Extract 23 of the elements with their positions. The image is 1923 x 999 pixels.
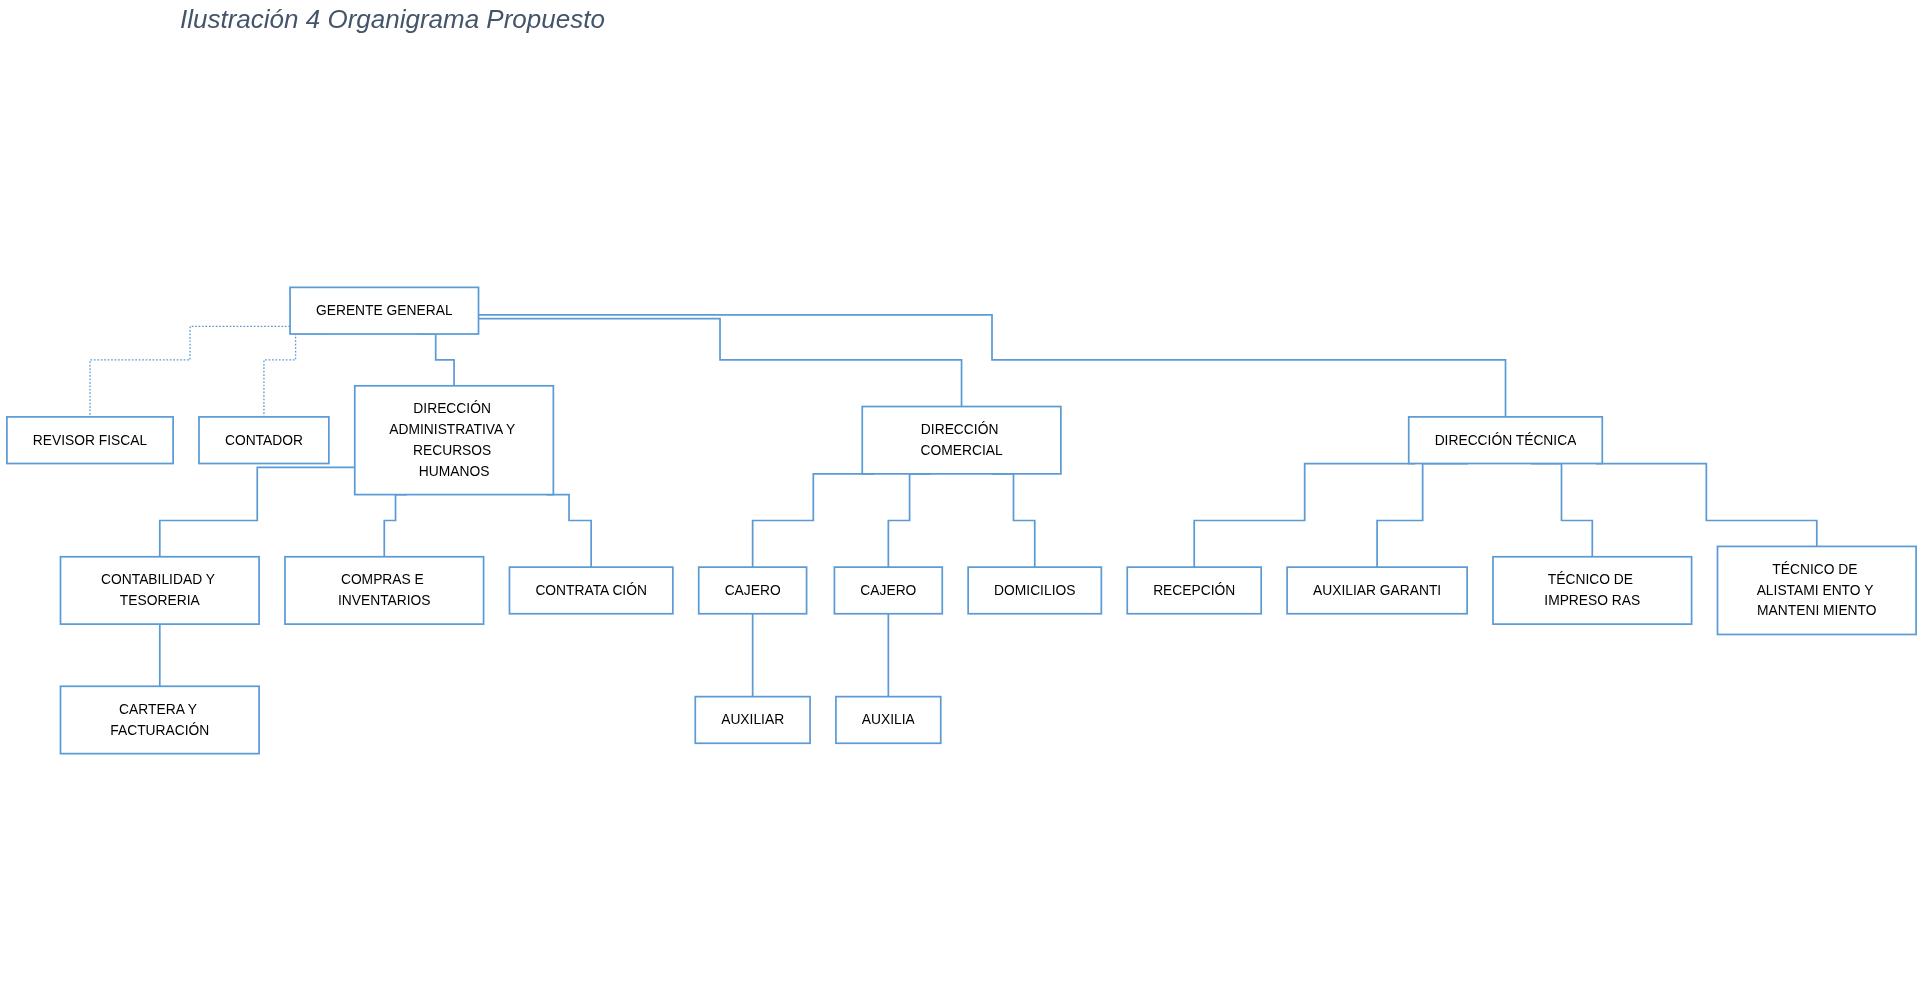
node-box: COMPRAS E INVENTARIOS — [284, 555, 485, 625]
node-box: REVISOR FISCAL — [6, 416, 174, 465]
node-box: DIRECCIÓN ADMINISTRATIVA Y RECURSOS HUMANOS — [353, 384, 555, 496]
node-box: TÉCNICO DE IMPRESO RAS — [1492, 555, 1693, 625]
node-box: CARTERA Y FACTURACIÓN — [59, 685, 260, 755]
node-box: CONTADOR — [198, 416, 330, 465]
node-box: AUXILIAR GARANTI — [1286, 566, 1468, 615]
node-box: CAJERO — [833, 566, 944, 615]
connector — [751, 612, 754, 698]
node-box: DIRECCIÓN COMERCIAL — [861, 405, 1062, 475]
node-box: AUXILIA — [835, 695, 942, 745]
node-box: RECEPCIÓN — [1126, 566, 1263, 615]
connector — [158, 623, 161, 688]
diagram-title: Ilustración 4 Organigrama Propuesto — [180, 4, 605, 35]
node-box: DOMICILIOS — [967, 566, 1103, 615]
node-box: CONTABILIDAD Y TESORERIA — [59, 555, 260, 625]
node-box: AUXILIAR — [694, 695, 811, 745]
node-box: GERENTE GENERAL — [289, 286, 480, 335]
connector — [887, 612, 890, 698]
node-box: DIRECCIÓN TÉCNICA — [1407, 416, 1604, 465]
node-box: CONTRATA CIÓN — [508, 566, 674, 615]
node-box: TÉCNICO DE ALISTAMI ENTO Y MANTENI MIENTO — [1716, 545, 1917, 636]
node-box: CAJERO — [697, 566, 808, 615]
